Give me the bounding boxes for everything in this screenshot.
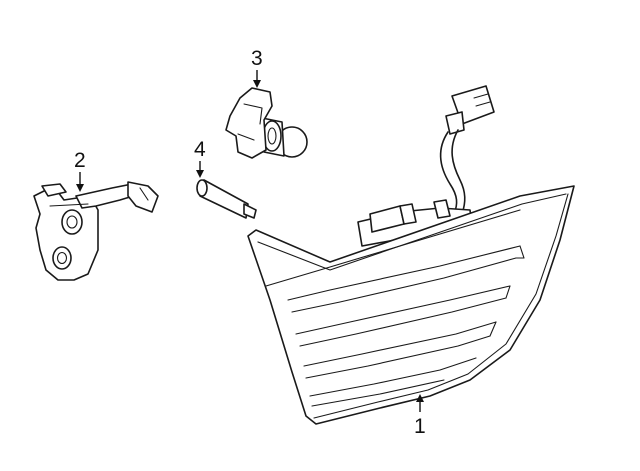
part-2-bracket [33, 181, 159, 281]
callout-1-arrowhead [416, 394, 424, 402]
callout-2: 2 [74, 149, 86, 192]
callout-2-arrowhead [76, 184, 84, 192]
callout-1: 1 [414, 394, 426, 438]
callout-3-arrowhead [253, 80, 261, 88]
callout-3: 3 [251, 47, 263, 88]
callout-2-number: 2 [74, 149, 86, 172]
callout-4-number: 4 [194, 138, 206, 161]
callout-4-arrowhead [196, 170, 204, 178]
part-1-tail-lamp [247, 85, 575, 425]
part-3-socket-bulb [225, 87, 308, 159]
part-4-wedge-bulb [196, 179, 257, 219]
callout-3-number: 3 [251, 47, 263, 70]
callout-4: 4 [194, 138, 206, 178]
callout-1-number: 1 [414, 415, 426, 438]
